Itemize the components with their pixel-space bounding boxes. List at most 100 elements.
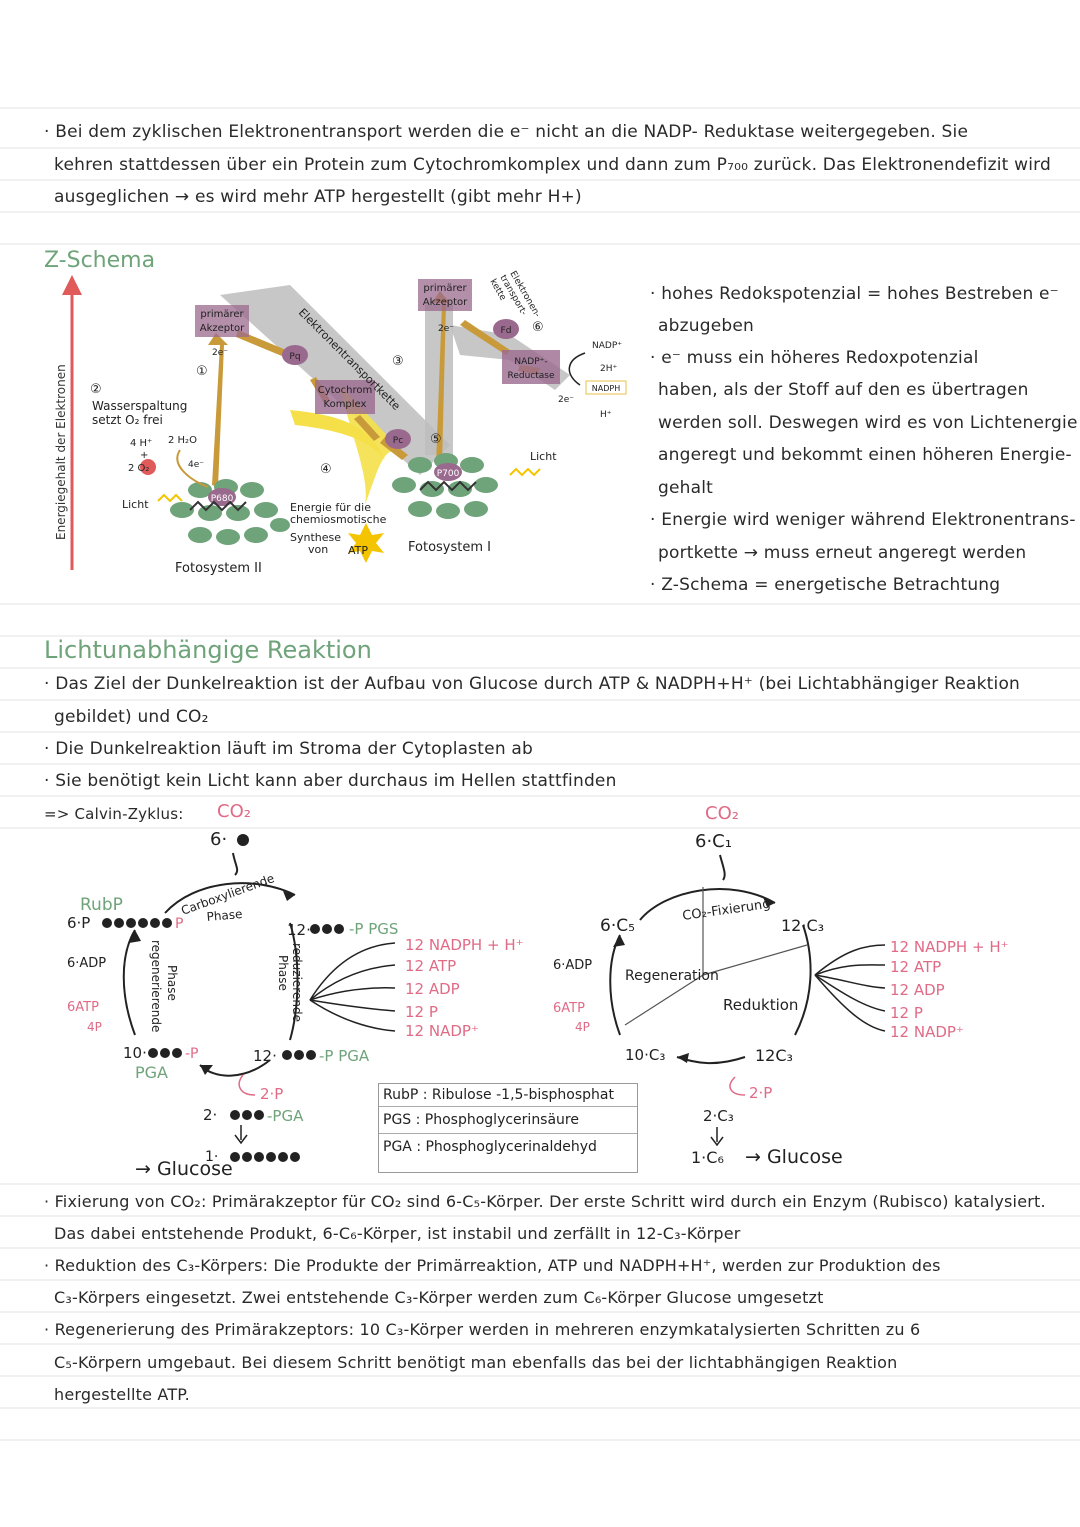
cytochrome-complex [315,380,375,414]
cycle-arc-bottom-head [200,1065,213,1075]
plastocyanin-label: Pc [393,436,403,446]
water-arrow [176,449,209,488]
right-input-2: 12 ATP [890,958,941,976]
calvin-left-co2: CO₂ [217,801,251,822]
znote-9: portkette → muss erneut angeregt werden [658,543,1027,563]
light-label-2: Licht [530,450,557,463]
ferredoxin-node [493,319,519,339]
plastoquinone-label: Pq [289,352,300,362]
p680-node [208,488,236,506]
down-arrow-glucose [234,1125,248,1145]
znote-7: gehalt [658,478,714,498]
cycle-arc-top-head [283,891,295,901]
glucose-molecule [230,1152,300,1162]
photosystem-2-label: Fotosystem II [175,561,262,576]
right-arc-bottom-head [677,1053,689,1063]
energy-note-line-4: von [308,543,328,556]
plus-label: + [140,450,148,461]
znote-10: · Z-Schema = energetische Betrachtung [650,575,1001,595]
znote-6: angeregt und bekommt einen höheren Energ… [658,445,1072,465]
nadp-curve-arrow [568,352,586,386]
dark-line-3: · Die Dunkelreaktion läuft im Stroma der… [44,739,534,759]
left-input-4: 12 P [405,1003,438,1021]
plastoquinone-node [282,345,308,365]
nadp-reductase-line-2: Reductase [507,371,554,381]
electrons-label-3: 2e⁻ [558,395,574,405]
right-arc-left [609,934,621,1036]
znote-1: · hohes Redokspotenzial = hohes Bestrebe… [650,284,1059,304]
right-co2: CO₂ [705,803,739,824]
legend-rubp: RubP : Ribulose -1,5-bisphosphat [379,1084,637,1107]
nadph-label: NADPH [592,384,620,393]
bottom-line-3: · Reduktion des C₃-Körpers: Die Produkte… [44,1256,941,1275]
pga10-label: PGA [135,1063,168,1082]
h-plus-label: H⁺ [600,410,612,420]
four-electrons-label: 4e⁻ [188,460,204,470]
left-adp: 6·ADP [67,956,106,971]
pga-p-split-arrow [238,1074,256,1096]
right-input-arrows [814,944,886,1032]
p2-label: 2·P [260,1085,283,1103]
calvin-left-six: 6· [210,829,227,850]
pga12-count: 12· [253,1047,277,1065]
right-p-split-arrow [729,1076,746,1096]
primary-acceptor-1-line-2: Akzeptor [200,323,245,334]
right-arc-top [639,888,776,921]
z-scheme-diagram: Energiegehalt der Elektronen P680 P700 [54,270,627,576]
right-input-3: 12 ADP [890,981,945,999]
right-p2: 2·P [749,1084,772,1102]
glucose-count: 1· [205,1149,218,1165]
photosystem-1-label: Fotosystem I [408,540,491,555]
energy-note-line-1: Energie für die [290,501,371,514]
energy-note-line-2: chemiosmotische [290,513,387,526]
cytochrome-line-2: Komplex [324,399,367,410]
p700-label: P700 [437,469,460,479]
right-input-1: 12 NADPH + H⁺ [890,938,1009,956]
right-arc-left-head [613,935,625,947]
right-co2-inflow [719,854,726,881]
right-c1: 6·C₁ [695,831,732,852]
energy-axis [62,275,82,570]
p700-node [434,463,462,481]
reduz-phase-2: Phase [276,955,290,991]
pga12-label: -P PGA [319,1047,370,1065]
right-c3b: 10·C₃ [625,1046,665,1064]
right-c3a: 12·C₃ [781,916,824,935]
atp-burst [348,523,384,563]
pga10-molecule [148,1048,182,1058]
rubp-molecule [102,918,172,928]
right-arc-right [794,924,812,1036]
legend-box: RubP : Ribulose -1,5-bisphosphat PGS : P… [378,1083,638,1173]
step-4-marker: ④ [320,462,332,477]
right-fix-label: CO₂-Fixierung [681,897,771,924]
ferredoxin-label: Fd [501,326,512,336]
step-2-marker: ② [90,382,102,397]
calvin-label: => Calvin-Zyklus: [44,805,184,823]
intro-line-1: · Bei dem zyklischen Elektronentransport… [44,122,969,142]
right-input-4: 12 P [890,1004,923,1022]
right-c3d: 2·C₃ [703,1107,734,1125]
right-p4: 4P [575,1020,590,1034]
right-atp: 6ATP [553,1001,585,1016]
right-reduk-label: Reduktion [723,996,798,1014]
electrons-label-1: 2e⁻ [212,348,228,358]
right-down-arrow [710,1127,724,1147]
znote-3: · e⁻ muss ein höheres Redoxpotenzial [650,348,979,368]
water-split-line-2: setzt O₂ frei [92,413,163,427]
cycle-arc-right [289,922,299,1041]
pga2-label: -PGA [267,1107,304,1125]
right-c5: 6·C₅ [600,916,635,936]
primary-acceptor-1 [195,305,249,337]
rubp-label: RubP [80,895,123,915]
atp-label: ATP [348,544,368,557]
primary-acceptor-2 [418,279,472,311]
dark-line-4: · Sie benötigt kein Licht kann aber durc… [44,771,617,791]
pga2-molecule [230,1110,264,1120]
right-input-5: 12 NADP⁺ [890,1023,964,1041]
glucose-label-left: → Glucose [135,1158,233,1180]
intro-line-3: ausgeglichen → es wird mehr ATP hergeste… [54,187,582,207]
pga12-molecule [282,1050,316,1060]
pga10-count: 10· [123,1044,147,1062]
right-cycle-dividers [624,887,808,1026]
